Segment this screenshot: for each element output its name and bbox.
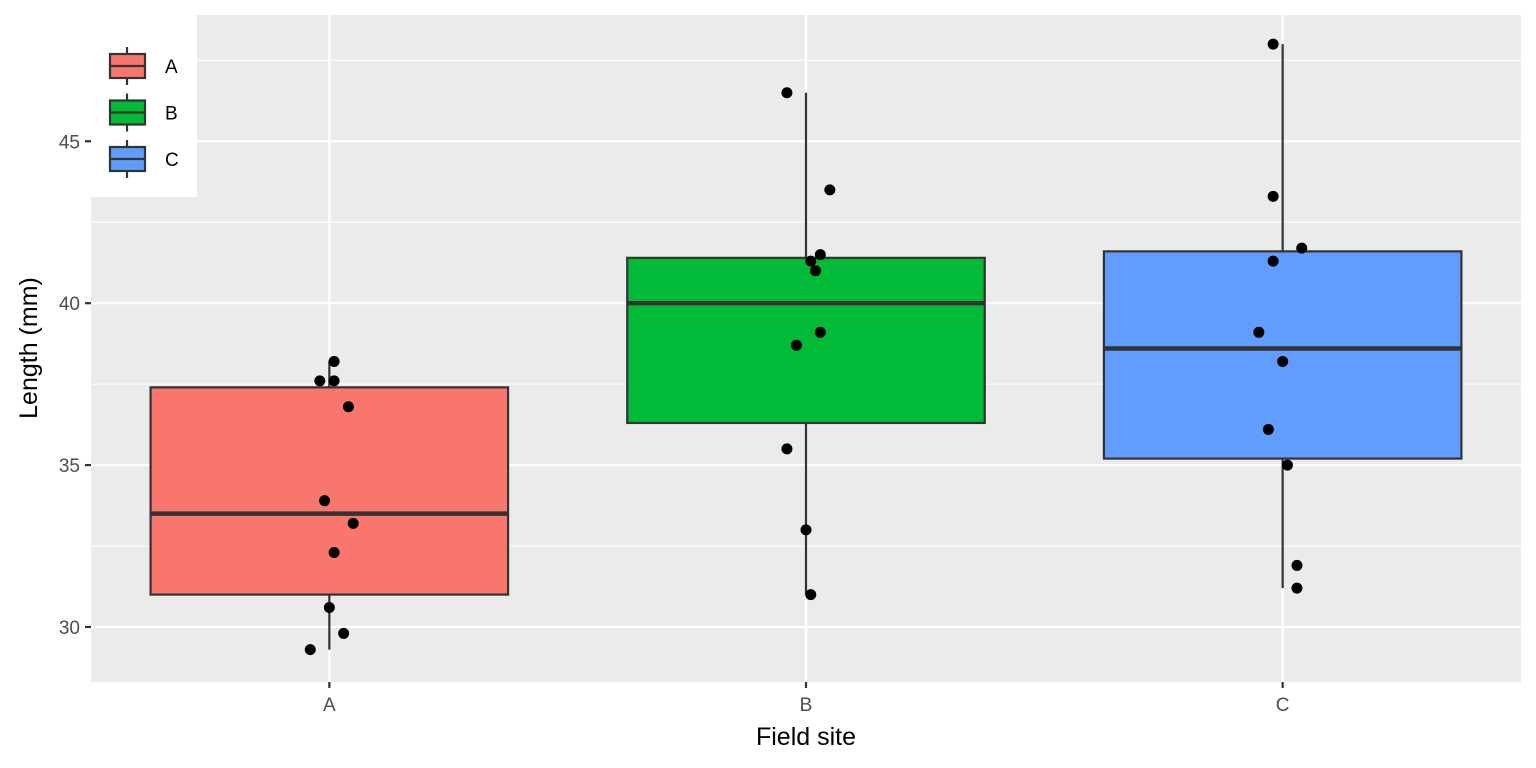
data-point [1291, 582, 1303, 594]
data-point [1291, 559, 1303, 571]
x-axis-title: Field site [756, 723, 856, 751]
points-layer [304, 38, 1308, 656]
legend-label: B [165, 104, 178, 125]
box-body [626, 256, 986, 425]
data-point [314, 375, 326, 387]
data-point [781, 87, 793, 99]
data-point [781, 443, 793, 455]
box-C [1102, 44, 1463, 589]
legend-item-C: C [108, 140, 179, 178]
data-point [814, 249, 826, 261]
legend-item-B: B [108, 93, 178, 132]
data-point [304, 644, 316, 656]
data-point [814, 326, 826, 338]
box-body [1102, 250, 1463, 460]
legend-item-A: A [108, 47, 178, 85]
data-point [328, 375, 340, 387]
box-A [149, 361, 510, 650]
data-point [1281, 459, 1293, 471]
x-axis: A B C [323, 682, 1290, 716]
data-point [323, 602, 335, 614]
data-point [1267, 255, 1279, 267]
box-B [626, 92, 986, 595]
data-point [1253, 326, 1265, 338]
data-point [805, 255, 817, 267]
x-tick-label: C [1276, 695, 1290, 716]
data-point [790, 339, 802, 351]
data-point [800, 524, 812, 536]
y-axis-title: Length (mm) [15, 277, 43, 419]
legend-label: A [165, 57, 178, 78]
data-point [342, 401, 354, 413]
legend: A B C [91, 15, 197, 197]
data-point [1262, 423, 1274, 435]
data-point [810, 265, 822, 277]
y-axis: 30 35 40 45 [59, 132, 91, 639]
data-point [347, 517, 359, 529]
data-point [328, 546, 340, 558]
y-tick-label: 35 [59, 456, 80, 477]
x-tick-label: A [323, 695, 336, 716]
data-point [319, 495, 331, 507]
data-point [1267, 190, 1279, 202]
box-body [149, 386, 510, 596]
y-tick-label: 45 [59, 132, 80, 153]
data-point [805, 589, 817, 601]
x-tick-label: B [800, 695, 813, 716]
data-point [824, 184, 836, 196]
boxes-layer [149, 44, 1463, 650]
data-point [1277, 355, 1289, 367]
y-tick-label: 40 [59, 294, 80, 315]
y-tick-label: 30 [59, 618, 80, 639]
data-point [1267, 38, 1279, 50]
data-point [338, 627, 350, 639]
data-point [328, 355, 340, 367]
data-point [1296, 242, 1308, 254]
legend-label: C [165, 150, 179, 171]
